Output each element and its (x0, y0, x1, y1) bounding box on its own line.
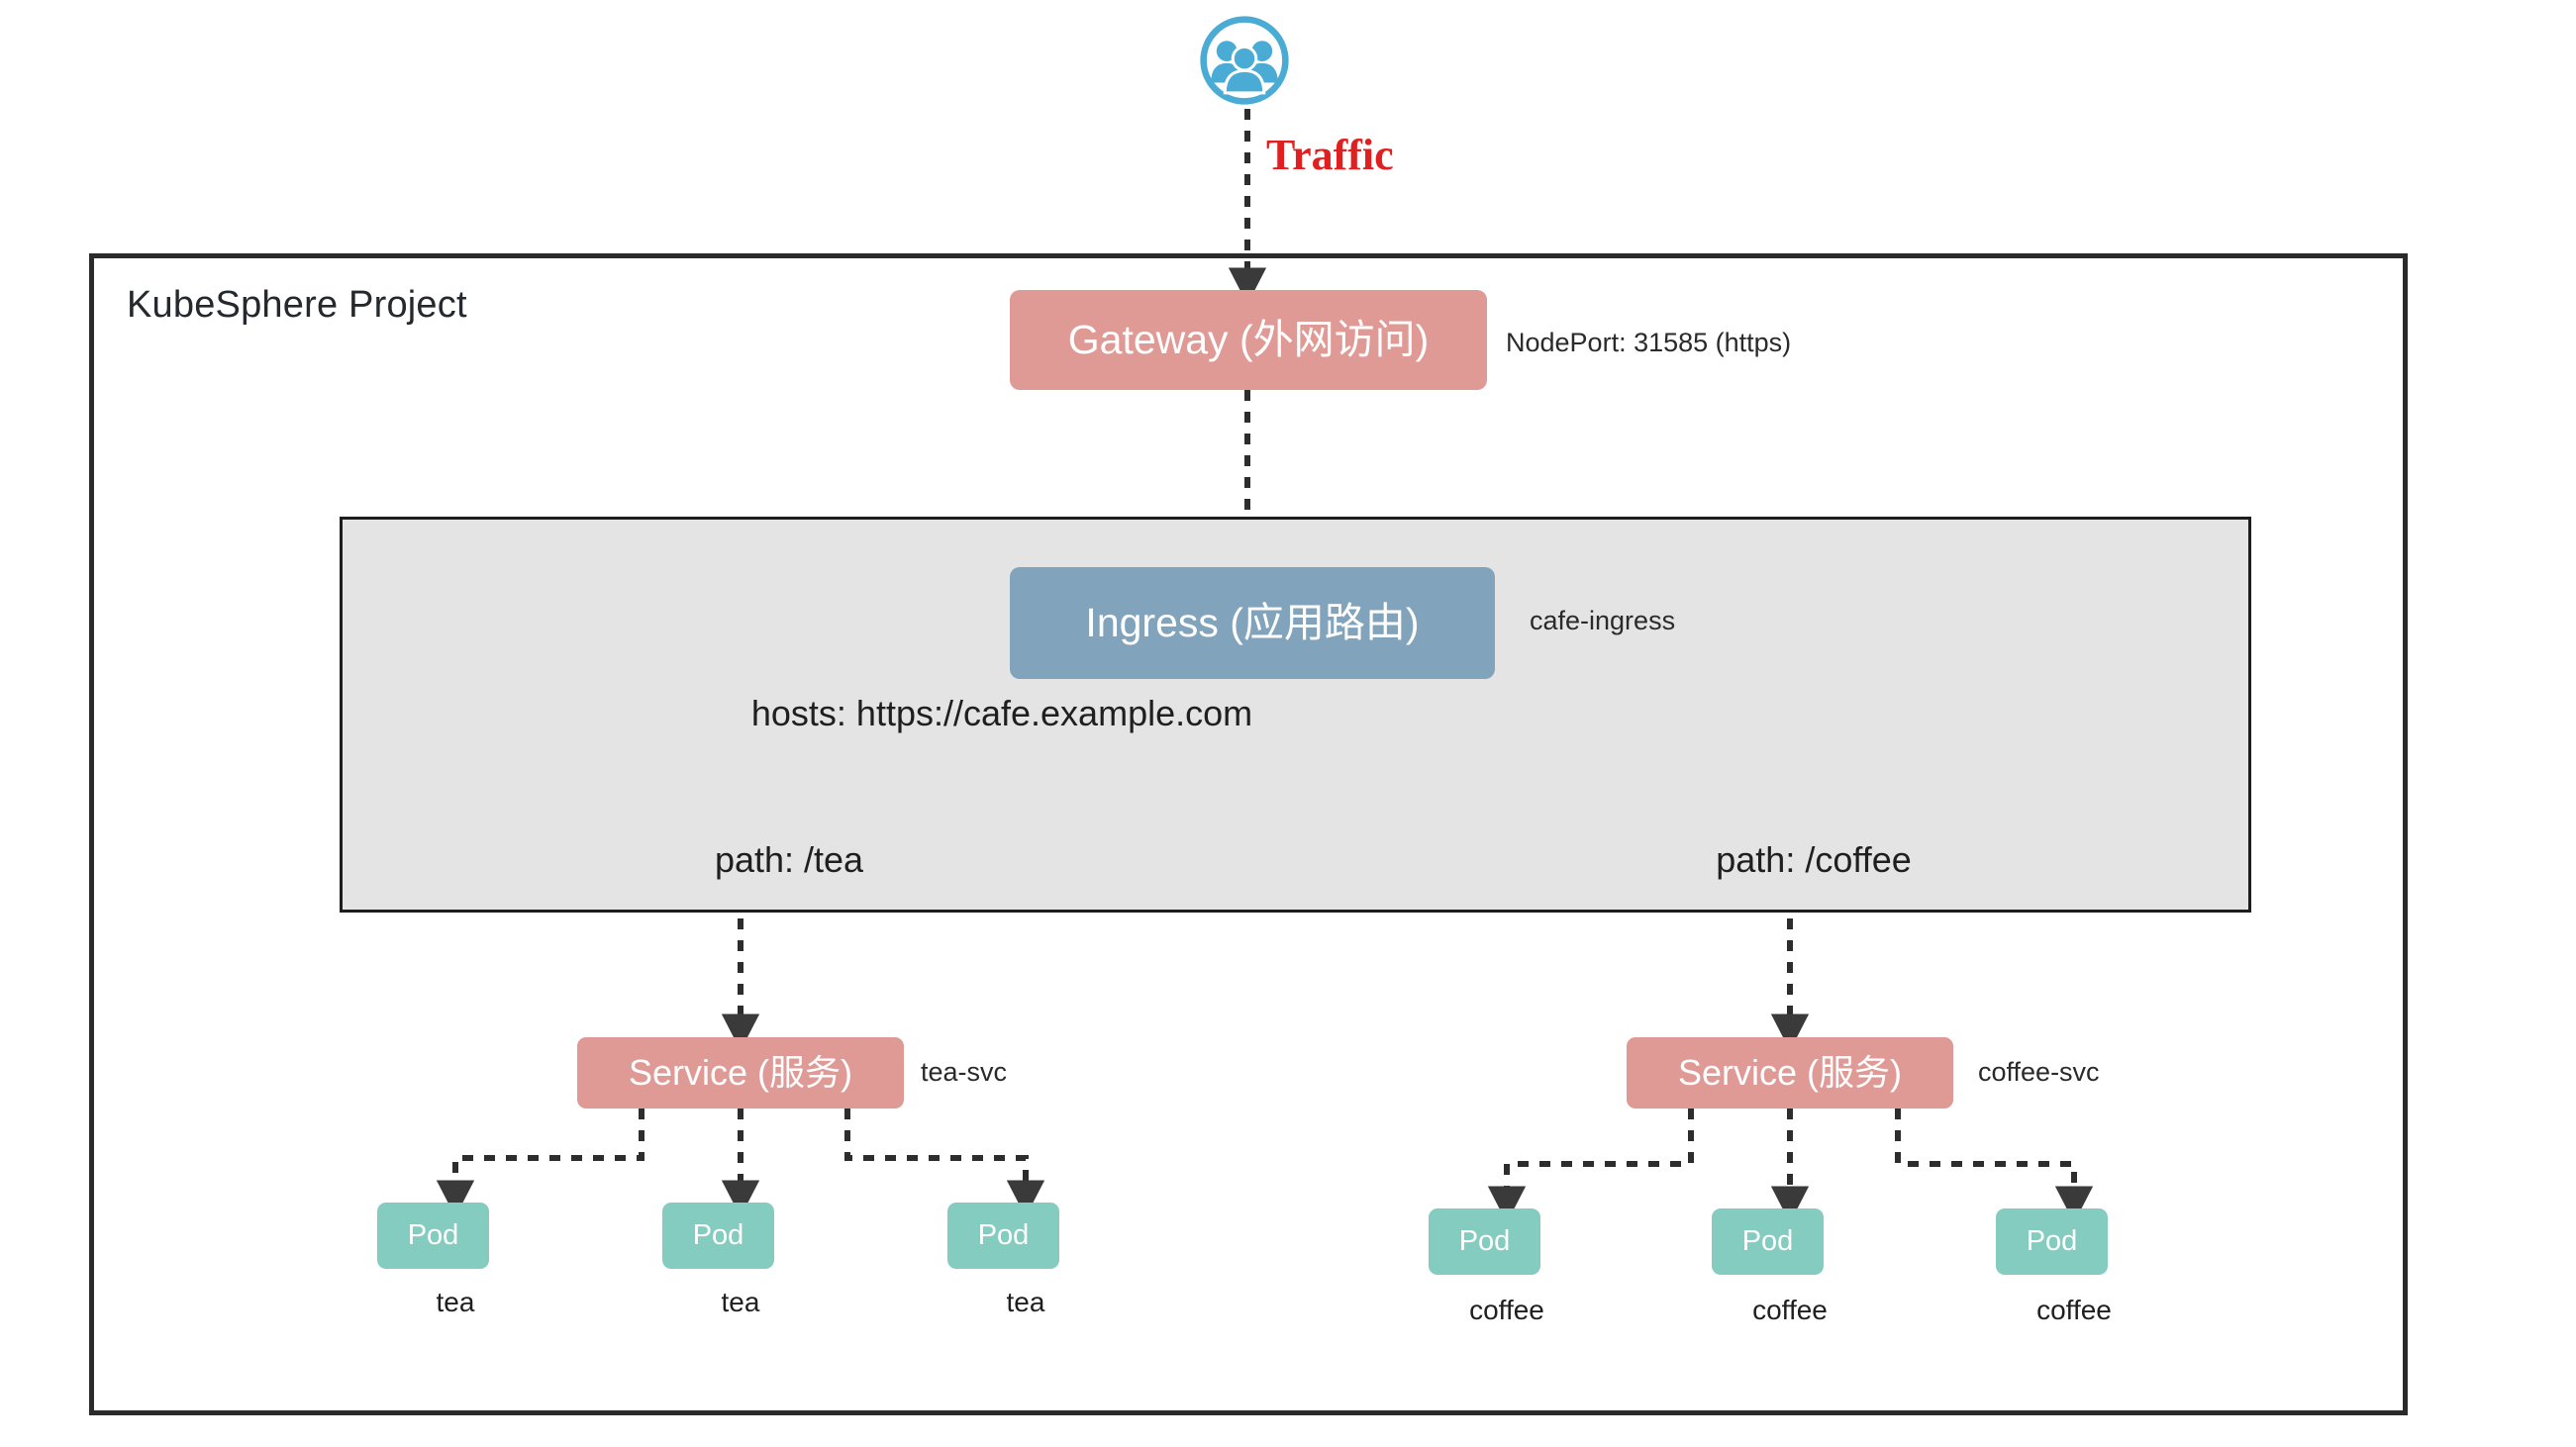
pod-label: Pod (977, 1218, 1030, 1251)
pod-caption-tea-2: tea (721, 1287, 760, 1317)
pod-node-coffee-2[interactable]: Pod (1712, 1208, 1824, 1275)
pod-caption-tea-1: tea (436, 1287, 475, 1317)
service-name-tea-annotation: tea-svc (921, 1057, 1008, 1087)
project-title: KubeSphere Project (127, 284, 467, 326)
gateway-label: Gateway (外网访问) (1067, 316, 1430, 362)
service-label-tea: Service (服务) (628, 1052, 853, 1094)
pod-caption-coffee-1: coffee (1469, 1295, 1544, 1325)
pod-node-coffee-1[interactable]: Pod (1429, 1208, 1540, 1275)
ingress-name-annotation: cafe-ingress (1530, 606, 1676, 635)
ingress-label: Ingress (应用路由) (1085, 599, 1420, 645)
route-path-coffee-label: path: /coffee (1716, 839, 1912, 880)
gateway-nodeport-annotation: NodePort: 31585 (https) (1506, 328, 1792, 357)
service-node-coffee[interactable]: Service (服务) (1627, 1037, 1953, 1109)
pod-node-tea-2[interactable]: Pod (662, 1203, 774, 1269)
pod-caption-coffee-2: coffee (1752, 1295, 1828, 1325)
pod-caption-coffee-3: coffee (2036, 1295, 2112, 1325)
gateway-node[interactable]: Gateway (外网访问) (1010, 290, 1487, 390)
ingress-hosts-label: hosts: https://cafe.example.com (750, 693, 1253, 733)
kubesphere-project-frame (89, 253, 2408, 1415)
pod-label: Pod (1458, 1224, 1511, 1257)
ingress-node[interactable]: Ingress (应用路由) (1010, 567, 1495, 679)
pod-label: Pod (1741, 1224, 1794, 1257)
pod-node-coffee-3[interactable]: Pod (1996, 1208, 2108, 1275)
users-icon (1200, 16, 1289, 105)
service-node-tea[interactable]: Service (服务) (577, 1037, 904, 1109)
route-path-tea-label: path: /tea (714, 839, 864, 880)
pod-label: Pod (692, 1218, 744, 1251)
pod-node-tea-3[interactable]: Pod (947, 1203, 1059, 1269)
pod-label: Pod (407, 1218, 459, 1251)
service-label-coffee: Service (服务) (1677, 1052, 1903, 1094)
pod-label: Pod (2026, 1224, 2078, 1257)
pod-node-tea-1[interactable]: Pod (377, 1203, 489, 1269)
pod-caption-tea-3: tea (1006, 1287, 1045, 1317)
traffic-label: Traffic (1266, 131, 1394, 179)
service-name-coffee-annotation: coffee-svc (1978, 1057, 2100, 1087)
